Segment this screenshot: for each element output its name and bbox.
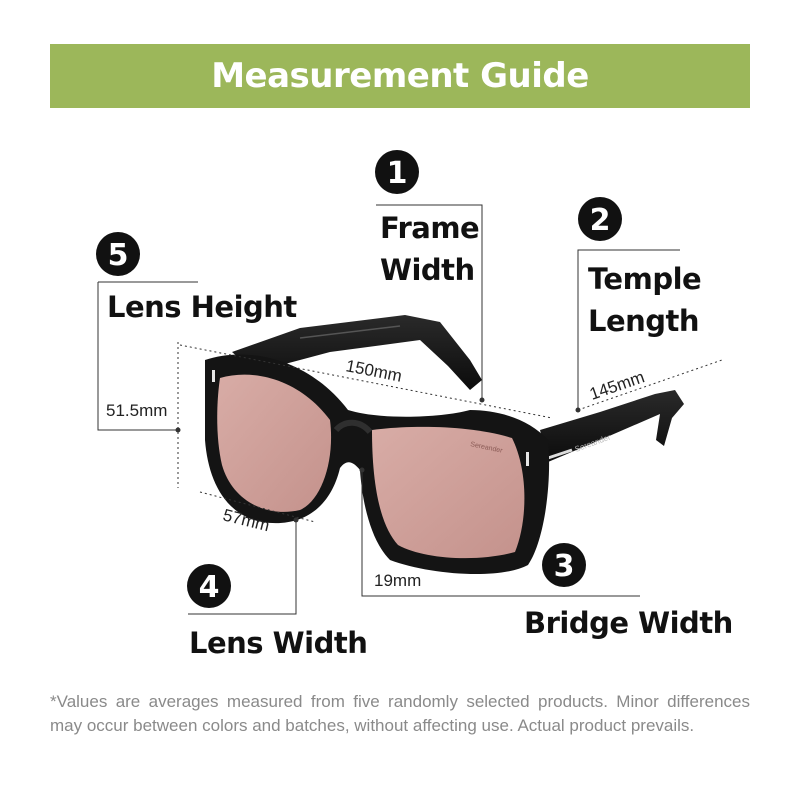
bridge (333, 419, 373, 435)
page-title: Measurement Guide (211, 56, 589, 96)
bridge-width-label: Bridge Width (524, 606, 733, 640)
temple-length-label-line2: Length (588, 304, 699, 338)
bridge-width-value: 19mm (374, 571, 421, 590)
badge-2: 2 (578, 197, 622, 241)
hinge-rivet (212, 370, 215, 382)
badge-4: 4 (187, 564, 231, 608)
frame-width-value: 150mm (344, 356, 403, 385)
left-temple-arm (232, 315, 482, 390)
temple-length-label-line1: Temple (588, 262, 701, 296)
hinge-rivet (526, 452, 529, 466)
frame-width-label-line2: Width (380, 253, 475, 287)
svg-text:5: 5 (108, 238, 129, 273)
right-lens (372, 426, 525, 559)
title-banner: Measurement Guide (50, 44, 750, 108)
guide-endpoints (175, 397, 581, 523)
frame-width-label-line1: Frame (380, 211, 479, 245)
svg-text:2: 2 (590, 203, 611, 238)
lens-height-value: 51.5mm (106, 401, 167, 420)
svg-text:3: 3 (554, 549, 575, 584)
svg-text:1: 1 (387, 156, 408, 191)
guide-lines (97, 204, 723, 615)
lens-height-label: Lens Height (107, 290, 297, 324)
badge-3: 3 (542, 543, 586, 587)
left-lens (217, 374, 332, 512)
svg-text:4: 4 (199, 570, 220, 605)
temple-length-value: 145mm (587, 367, 647, 403)
badge-1: 1 (375, 150, 419, 194)
sunglasses-illustration: Sereander Sereander (205, 315, 684, 575)
badge-5: 5 (96, 232, 140, 276)
lens-width-label: Lens Width (189, 626, 367, 660)
footnote: *Values are averages measured from five … (50, 692, 750, 735)
right-temple-arm (540, 390, 684, 462)
